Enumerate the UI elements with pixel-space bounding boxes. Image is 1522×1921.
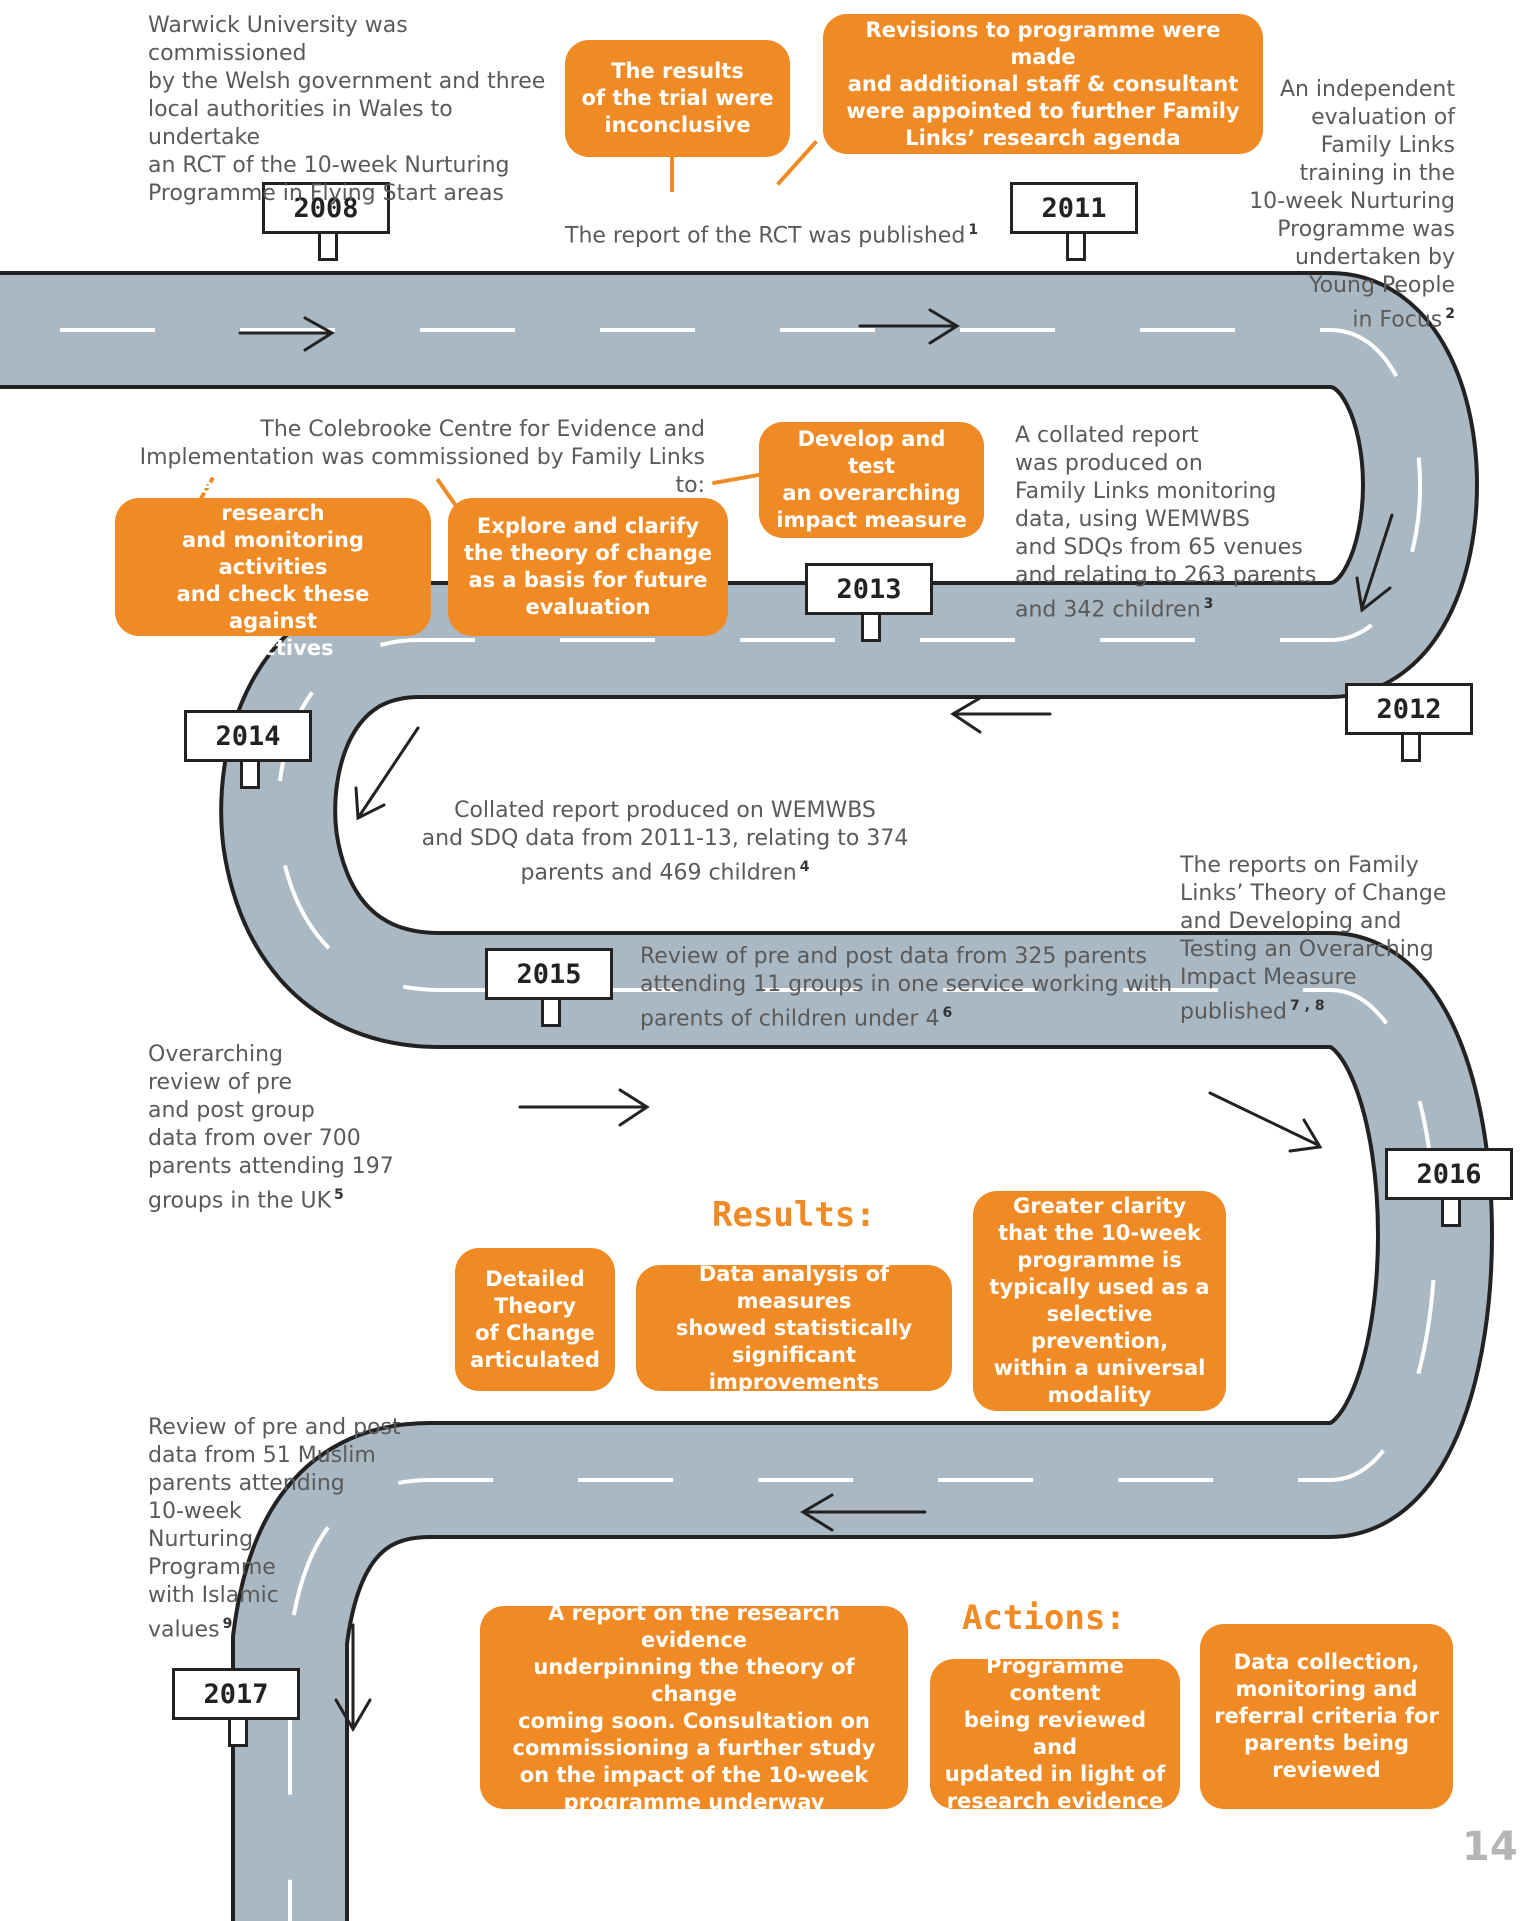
milestone-2012: 2012 xyxy=(1345,683,1475,762)
milestone-2011: 2011 xyxy=(1010,182,1140,261)
box-data-analysis: Data analysis of measures showed statist… xyxy=(636,1262,952,1394)
box-data-collection: Data collection, monitoring and referral… xyxy=(1200,1624,1453,1809)
note-independent-evaluation: An independent evaluation of Family Link… xyxy=(1249,77,1455,333)
milestone-2008: 2008 xyxy=(262,182,392,261)
box-detailed-theory: Detailed Theory of Change articulated xyxy=(455,1248,615,1391)
box-report-coming: A report on the research evidence underp… xyxy=(480,1601,908,1814)
note-theory-reports: The reports on Family Links’ Theory of C… xyxy=(1180,853,1447,1025)
arrow-left-icon xyxy=(800,1493,927,1532)
milestone-2013: 2013 xyxy=(805,563,935,642)
arrow-down-right-icon xyxy=(1208,1091,1323,1153)
note-warwick: Warwick University was commissioned by t… xyxy=(148,13,546,206)
note-colebrooke: The Colebrooke Centre for Evidence and I… xyxy=(139,417,705,498)
box-review-research: Review current research and monitoring a… xyxy=(115,474,431,660)
milestone-2015: 2015 xyxy=(485,948,615,1027)
box-programme-content: Programme content being reviewed and upd… xyxy=(930,1654,1180,1813)
milestone-label: 2015 xyxy=(485,948,613,1000)
road-centre-dashes xyxy=(0,328,1437,1921)
milestone-2014: 2014 xyxy=(184,710,314,789)
box-revisions: Revisions to programme were made and add… xyxy=(823,14,1263,154)
note-collated-2012: A collated report was produced on Family… xyxy=(1015,423,1317,623)
arrow-down-icon xyxy=(1355,513,1394,613)
arrow-down-left-icon xyxy=(354,726,420,821)
milestone-2017: 2017 xyxy=(172,1668,302,1747)
milestone-label: 2008 xyxy=(262,182,390,234)
milestone-2016: 2016 xyxy=(1385,1148,1515,1227)
box-results-inconclusive: The results of the trial were inconclusi… xyxy=(565,40,790,157)
heading-actions: Actions: xyxy=(962,1598,1126,1638)
note-review-325: Review of pre and post data from 325 par… xyxy=(640,944,1173,1032)
arrow-left-icon xyxy=(950,696,1052,734)
note-muslim-review: Review of pre and post data from 51 Musl… xyxy=(148,1415,401,1643)
arrow-right-icon xyxy=(858,308,960,345)
note-overarching-review: Overarching review of pre and post group… xyxy=(148,1042,394,1214)
heading-results: Results: xyxy=(712,1195,876,1235)
connector-line xyxy=(670,152,674,192)
milestone-label: 2013 xyxy=(805,563,933,615)
milestone-label: 2011 xyxy=(1010,182,1138,234)
box-greater-clarity: Greater clarity that the 10-week program… xyxy=(973,1191,1226,1411)
arrow-right-icon xyxy=(238,316,335,352)
box-develop-measure: Develop and test an overarching impact m… xyxy=(759,422,984,538)
note-collated-2014: Collated report produced on WEMWBS and S… xyxy=(421,798,909,886)
milestone-label: 2017 xyxy=(172,1668,300,1720)
milestone-label: 2014 xyxy=(184,710,312,762)
arrow-down-icon xyxy=(334,1623,372,1732)
milestone-label: 2012 xyxy=(1345,683,1473,735)
page-number: 14 xyxy=(1462,1824,1518,1870)
box-explore-theory: Explore and clarify the theory of change… xyxy=(448,498,728,636)
milestone-label: 2016 xyxy=(1385,1148,1513,1200)
direction-arrows xyxy=(238,308,1394,1732)
arrow-right-icon xyxy=(518,1088,650,1127)
